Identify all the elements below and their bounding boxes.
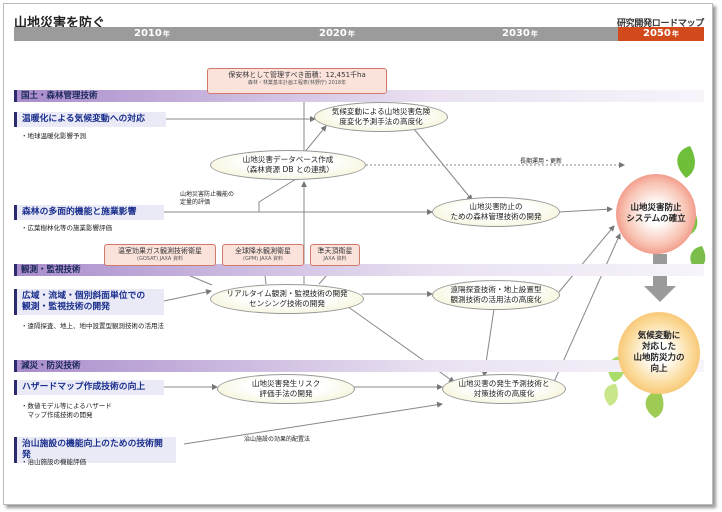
goal-resilience-line2: 対応した [641, 342, 676, 352]
goal-resilience-line3: 山地防災力の [633, 353, 685, 363]
section-observation: 観測・監視技術 [14, 264, 704, 276]
year-2050-value: 2050 [643, 28, 671, 39]
forest-area-source: 森林・林業基本計画工程表(林野庁) 2018年 [247, 80, 347, 86]
oval-forest-mgmt-line1: 山地災害防止の [469, 202, 523, 211]
year-suffix: 年 [347, 30, 355, 38]
bullet-broadleaf-evaluation: ・広葉樹林化等の施業影響評価 [21, 224, 112, 232]
goal-disaster-resilience: 気候変動に対応した山地防災力の向上 [618, 312, 700, 394]
oval-risk-line2: 評価手法の開発 [259, 389, 313, 398]
bullet-climate-prediction: ・地球温暖化影響予測 [21, 132, 86, 140]
gpm-label: 全球降水観測衛星 [235, 247, 291, 255]
oval-prediction-line1: 山地災害の発生予測技術と [458, 379, 550, 388]
bullet-hazard-model: ・数値モデル等によるハザード マップ作成技術の開発 [21, 402, 112, 420]
note-quantitative-line2: 定量的評価 [180, 199, 211, 206]
arrow-mgmt-to-goal [558, 206, 613, 213]
bullet-hazard-line2: マップ作成技術の開発 [21, 411, 93, 419]
arrow-predict-to-goal [553, 233, 621, 383]
oval-database-line2: （森林資源 DB との連携） [242, 165, 334, 174]
gosat-box: 温室効果ガス観測技術衛星 (GOSAT) JAXA 資料 [104, 244, 216, 266]
arrow-observe-to-realtime [163, 289, 212, 302]
year-2050: 2050年 [643, 27, 679, 41]
goal-resilience-line4: 向上 [650, 364, 668, 374]
oval-climate-risk-line2: 度変化予測手法の高度化 [339, 117, 423, 126]
oval-prediction-line2: 対策技術の高度化 [473, 389, 535, 398]
oval-forest-management: 山地災害防止のための森林管理技術の開発 [432, 197, 560, 227]
note-quantitative-eval: 山地災害防止機能の 定量的評価 [180, 191, 234, 207]
bullet-hazard-line1: ・数値モデル等によるハザード [21, 402, 112, 410]
oval-database-line1: 山地災害データベース作成 [242, 155, 334, 164]
year-2020: 2020年 [319, 27, 355, 41]
roadmap-page: 山地災害を防ぐ 研究開発ロードマップ 2010年 2020年 2030年 205… [3, 3, 713, 505]
goal-prevention-line2: システムの確立 [626, 214, 686, 224]
oval-prediction-technology: 山地災害の発生予測技術と対策技術の高度化 [442, 374, 566, 404]
theme-climate-change: 温暖化による気候変動への対応 [14, 112, 166, 127]
oval-remote-line2: 観測技術の活用法の高度化 [450, 295, 542, 304]
gpm-source: (GPM) JAXA 資料 [243, 256, 283, 262]
brand-label: 研究開発ロードマップ [616, 19, 704, 29]
year-2030-value: 2030 [502, 28, 530, 39]
gosat-source: (GOSAT) JAXA 資料 [137, 256, 183, 262]
qzss-source: JAXA 資料 [323, 256, 347, 262]
theme-observation-dev: 広域・流域・個別斜面単位での 観測・監視技術の開発 [14, 289, 164, 315]
goal-resilience-line1: 気候変動に [637, 331, 681, 341]
section-disaster-prevention: 減災・防災技術 [14, 360, 704, 372]
theme-facility-improvement: 治山施設の機能向上のための技術開発 [14, 437, 176, 463]
theme-observation-line1: 広域・流域・個別斜面単位での [22, 291, 146, 301]
connector-lines [163, 97, 706, 445]
oval-climate-risk-line1: 気候変動による山地災害危険 [331, 107, 431, 116]
arrow-db-to-risk [303, 125, 327, 154]
year-2050-cell: 2050年 [618, 27, 704, 41]
goal-prevention-system: 山地災害防止システムの確立 [616, 174, 696, 254]
section-land-forest: 国土・森林管理技術 [14, 90, 704, 102]
goal-prevention-line1: 山地災害防止 [630, 203, 682, 213]
oval-risk-line1: 山地災害発生リスク [251, 379, 321, 388]
theme-observation-line2: 観測・監視技術の開発 [22, 302, 110, 312]
year-2010: 2010年 [134, 27, 170, 41]
arrow-facility-to-predict [183, 401, 443, 445]
qzss-box: 準天頂衛星 JAXA 資料 [310, 244, 360, 266]
oval-remote-line1: 遠隔探査技術・地上設置型 [450, 285, 542, 294]
oval-forest-mgmt-line2: ための森林管理技術の開発 [450, 212, 542, 221]
oval-climate-risk: 気候変動による山地災害危険度変化予測手法の高度化 [314, 102, 448, 132]
gpm-box: 全球降水観測衛星 (GPM) JAXA 資料 [222, 244, 304, 266]
note-facility-placement: 治山施設の効果的配置法 [244, 436, 311, 443]
goal-transition-arrow [644, 254, 676, 302]
arrow-remote-to-goal [558, 225, 615, 293]
theme-hazard-map: ハザードマップ作成技術の向上 [14, 380, 164, 395]
year-suffix: 年 [162, 30, 170, 38]
note-quantitative-line1: 山地災害防止機能の [180, 191, 235, 198]
oval-disaster-database: 山地災害データベース作成（森林資源 DB との連携） [210, 150, 366, 180]
theme-forest-functions: 森林の多面的機能と施業影響 [14, 205, 164, 220]
oval-realtime-line1: リアルタイム観測・監視技術の開発 [226, 289, 348, 298]
note-long-term-operation: 長期運用・更新 [520, 158, 563, 165]
forest-area-box: 保安林として管理すべき面積：12,451千ha 森林・林業基本計画工程表(林野庁… [207, 68, 387, 94]
year-2030: 2030年 [502, 27, 538, 41]
oval-realtime-line2: センシング技術の開発 [249, 299, 325, 308]
oval-remote-sensing: 遠隔探査技術・地上設置型観測技術の活用法の高度化 [432, 280, 560, 310]
oval-realtime-monitoring: リアルタイム観測・監視技術の開発センシング技術の開発 [210, 284, 364, 314]
year-suffix: 年 [530, 30, 538, 38]
bullet-remote-sensing: ・遠隔探査、地上、地中設置型観測技術の活用法 [21, 322, 164, 330]
qzss-label: 準天頂衛星 [317, 247, 353, 255]
oval-risk-assessment: 山地災害発生リスク評価手法の開発 [217, 374, 355, 404]
year-2020-value: 2020 [319, 28, 347, 39]
bullet-facility-evaluation: ・治山施設の機能評価 [21, 458, 86, 466]
gosat-label: 温室効果ガス観測技術衛星 [118, 247, 202, 255]
arrow-forest-to-db [164, 173, 305, 213]
year-suffix: 年 [671, 30, 679, 38]
year-2010-value: 2010 [134, 28, 162, 39]
forest-area-text: 保安林として管理すべき面積：12,451千ha [228, 71, 366, 79]
timeline-bar: 2010年 2020年 2030年 2050年 [14, 27, 704, 41]
